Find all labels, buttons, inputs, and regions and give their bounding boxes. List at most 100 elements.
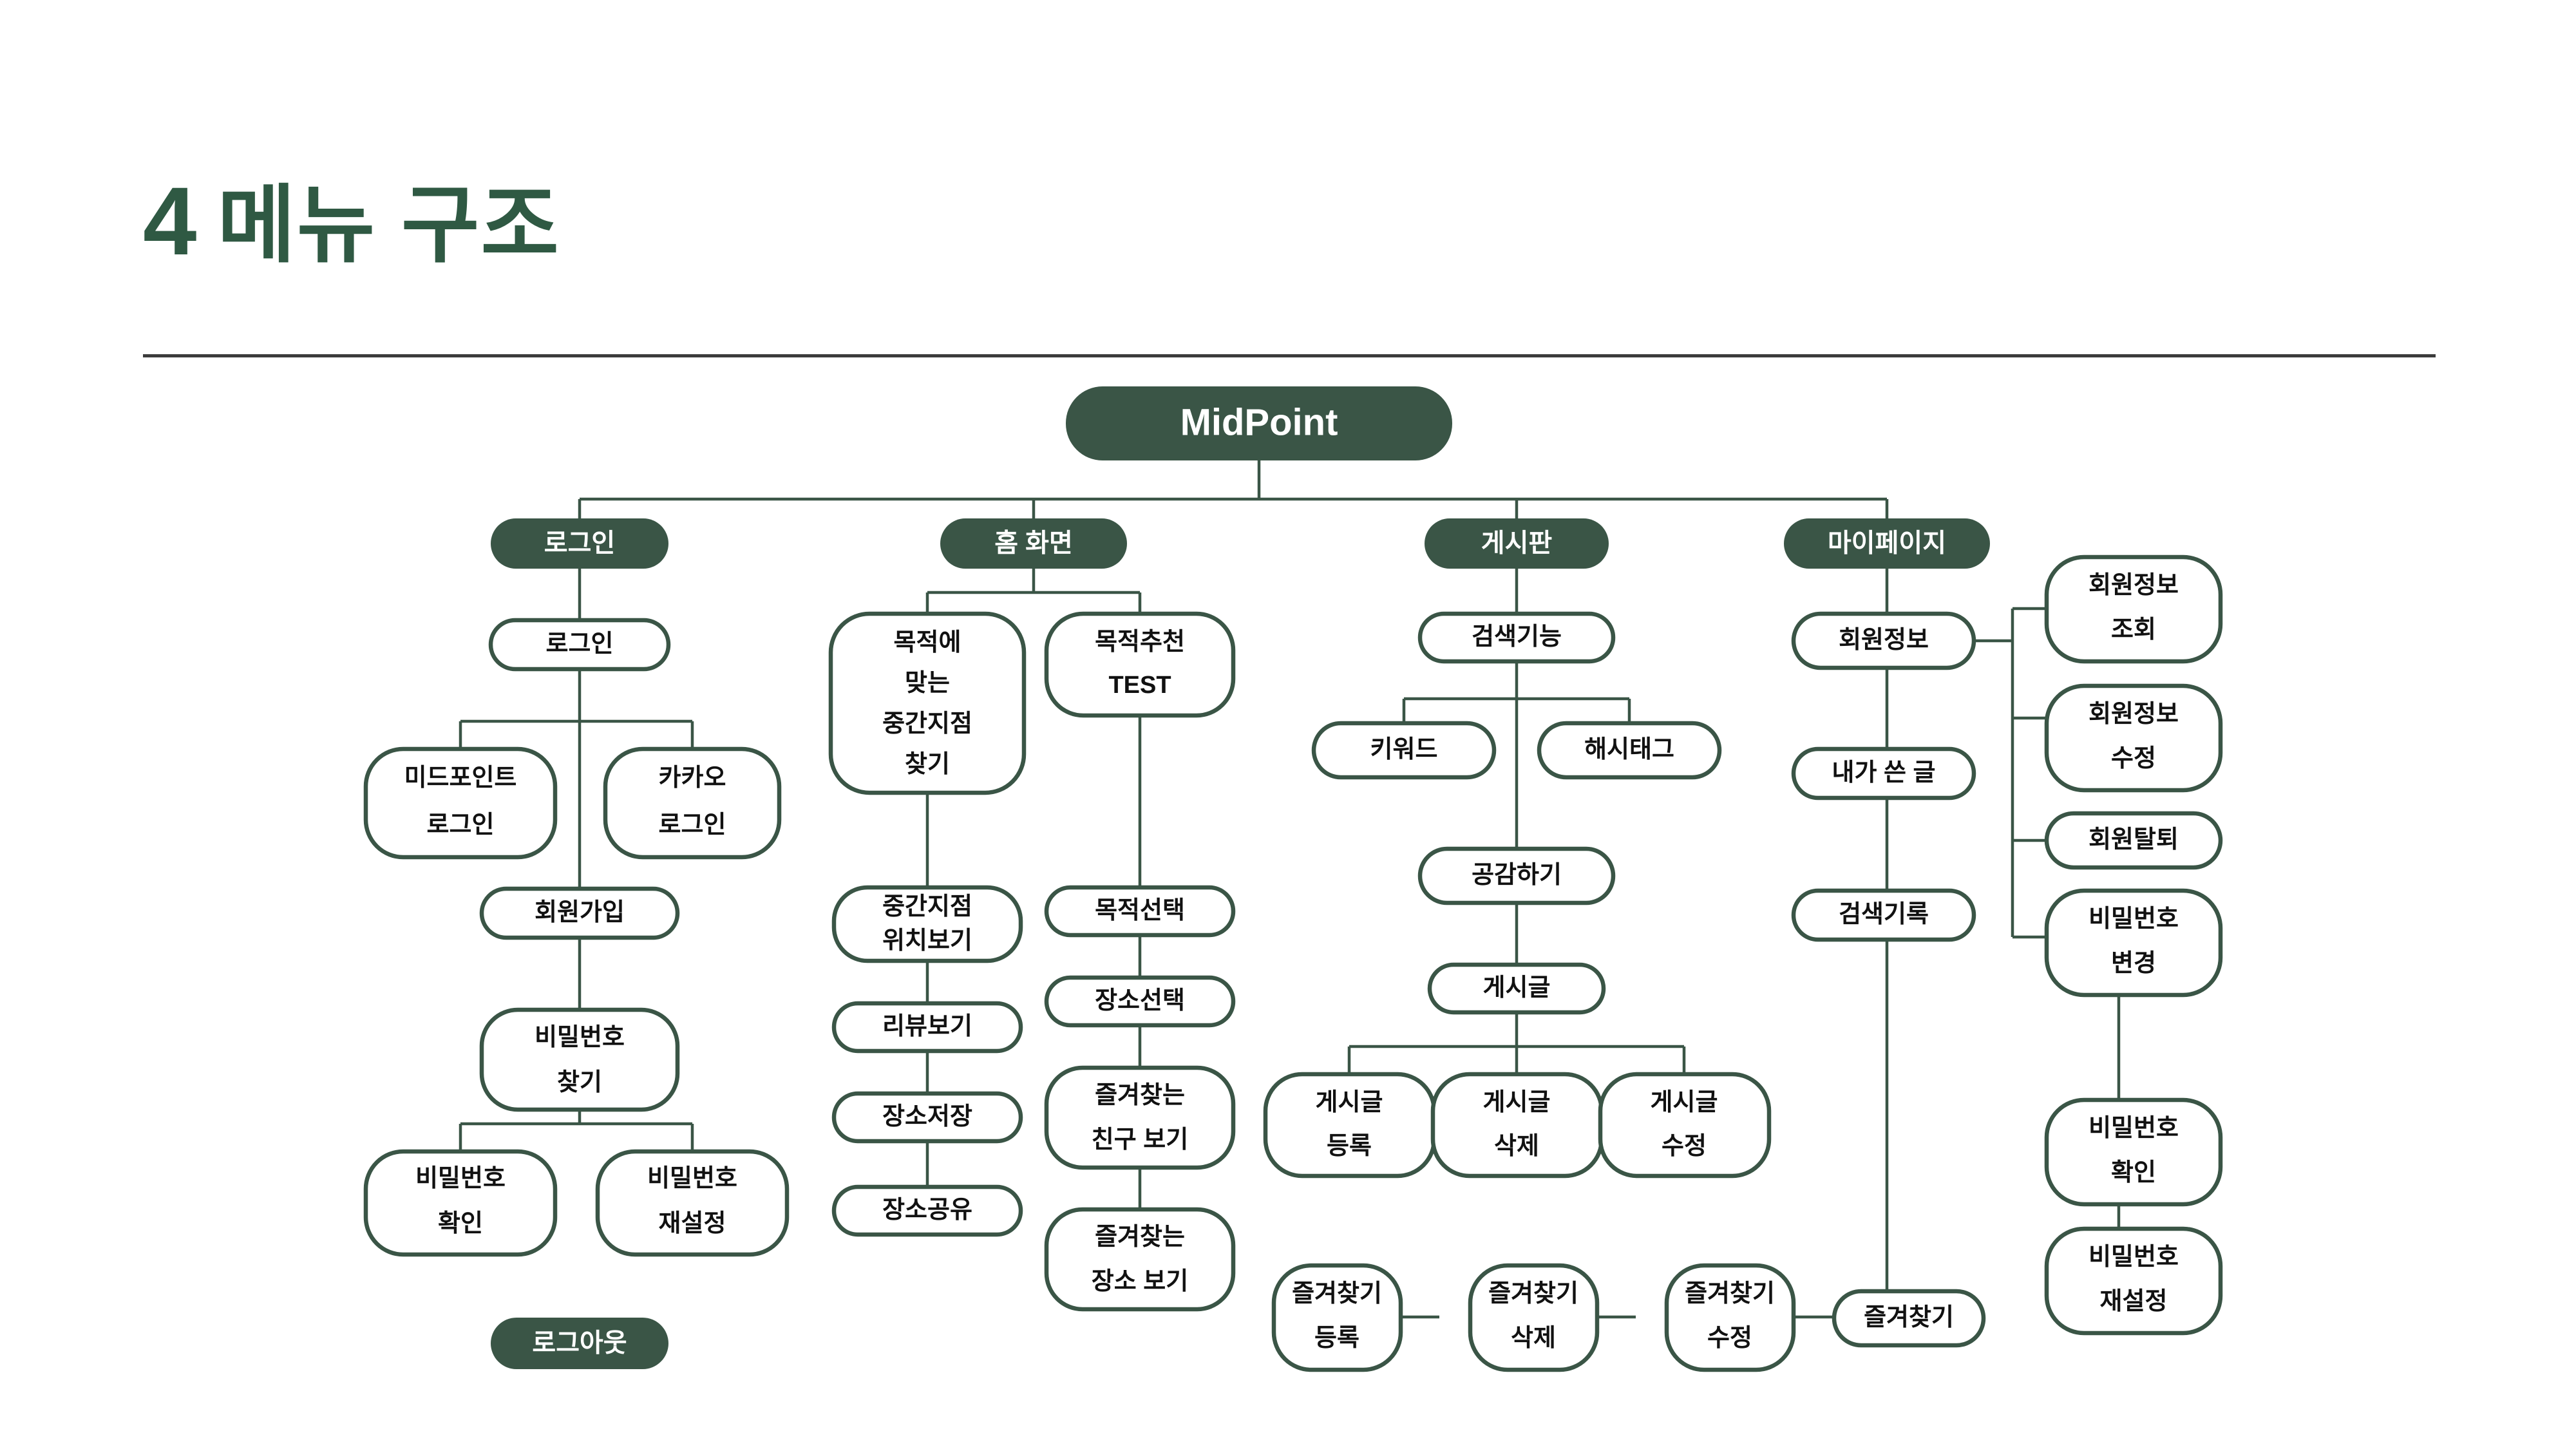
slide-header: 4 메뉴 구조 xyxy=(0,0,2576,361)
node-label-line1: 비밀번호 xyxy=(2088,1244,2179,1271)
node-label: 게시글 xyxy=(1483,974,1551,1001)
node-midpoint-login[interactable]: 미드포인트 로그인 xyxy=(363,746,558,860)
node-label-line1: 비밀번호 xyxy=(535,1024,625,1051)
node-hashtag[interactable]: 해시태그 xyxy=(1537,721,1722,780)
node-my-posts[interactable]: 내가 쓴 글 xyxy=(1791,746,1976,800)
node-favorite-delete[interactable]: 즐겨찾기 삭제 xyxy=(1468,1263,1600,1372)
node-search-history[interactable]: 검색기록 xyxy=(1791,888,1976,942)
node-label: 마이페이지 xyxy=(1828,529,1946,558)
node-shape xyxy=(1791,888,1976,942)
node-shape xyxy=(1271,1263,1403,1372)
node-view-favorite-places[interactable]: 즐겨찾는 장소 보기 xyxy=(1044,1207,1236,1312)
node-keyword[interactable]: 키워드 xyxy=(1311,721,1497,780)
node-favorite-create[interactable]: 즐겨찾기 등록 xyxy=(1271,1263,1403,1372)
node-label-line2: 재설정 xyxy=(659,1210,726,1237)
node-login[interactable]: 로그인 xyxy=(488,618,671,672)
node-shape xyxy=(831,1184,1023,1237)
node-select-purpose[interactable]: 목적선택 xyxy=(1044,885,1236,938)
node-shape xyxy=(1425,518,1609,569)
node-post-delete[interactable]: 게시글 삭제 xyxy=(1430,1072,1604,1179)
node-label-line1: 즐겨찾기 xyxy=(1488,1280,1578,1307)
node-post[interactable]: 게시글 xyxy=(1427,962,1606,1015)
node-change-password[interactable]: 비밀번호 변경 xyxy=(2044,888,2223,998)
node-label-line3: 중간지점 xyxy=(882,710,972,737)
node-label-line2: 수정 xyxy=(2111,745,2156,772)
node-midpoint-location[interactable]: 중간지점 위치보기 xyxy=(831,885,1023,963)
node-label-line1: 카카오 xyxy=(659,764,726,791)
node-label: 목적선택 xyxy=(1095,897,1185,924)
node-favorites[interactable]: 즐겨찾기 xyxy=(1832,1289,1986,1348)
node-shape xyxy=(363,1149,558,1257)
node-member-info[interactable]: 회원정보 xyxy=(1791,611,1976,670)
node-confirm-password[interactable]: 비밀번호 확인 xyxy=(2044,1097,2223,1207)
node-label: 장소공유 xyxy=(882,1197,972,1224)
node-kakao-login[interactable]: 카카오 로그인 xyxy=(603,746,782,860)
node-board-header[interactable]: 게시판 xyxy=(1425,518,1609,569)
node-purpose-recommend-test[interactable]: 목적추천 TEST xyxy=(1044,611,1236,718)
node-shape xyxy=(1311,721,1497,780)
node-label: 내가 쓴 글 xyxy=(1832,759,1936,786)
node-shape xyxy=(491,1318,668,1369)
node-like[interactable]: 공감하기 xyxy=(1417,846,1616,905)
node-label: 게시판 xyxy=(1481,529,1553,558)
node-view-review[interactable]: 리뷰보기 xyxy=(831,1001,1023,1054)
node-label-line1: 게시글 xyxy=(1651,1089,1718,1116)
node-share-place[interactable]: 장소공유 xyxy=(831,1184,1023,1237)
title-divider xyxy=(143,354,2436,357)
node-shape xyxy=(2044,1226,2223,1336)
node-label: 로그인 xyxy=(546,630,614,658)
node-signup[interactable]: 회원가입 xyxy=(479,886,680,940)
node-midpoint[interactable]: MidPoint xyxy=(1066,386,1452,460)
node-verify-password[interactable]: 비밀번호 확인 xyxy=(363,1149,558,1257)
node-login-header[interactable]: 로그인 xyxy=(491,518,668,569)
node-label-line1: 회원정보 xyxy=(2088,572,2179,599)
node-post-edit[interactable]: 게시글 수정 xyxy=(1598,1072,1772,1179)
node-label-line2: 찾기 xyxy=(557,1069,602,1096)
node-reset-password[interactable]: 비밀번호 재설정 xyxy=(595,1149,790,1257)
node-label-line2: 장소 보기 xyxy=(1092,1268,1188,1295)
node-save-place[interactable]: 장소저장 xyxy=(831,1091,1023,1144)
node-label-line1: 게시글 xyxy=(1483,1089,1551,1116)
node-shape xyxy=(2044,554,2223,664)
node-label-line4: 찾기 xyxy=(905,751,950,778)
node-shape xyxy=(363,746,558,860)
node-find-midpoint-by-purpose[interactable]: 목적에 맞는 중간지점 찾기 xyxy=(828,611,1027,795)
node-shape xyxy=(1598,1072,1772,1179)
node-mypage-header[interactable]: 마이페이지 xyxy=(1784,518,1990,569)
node-home-header[interactable]: 홈 화면 xyxy=(940,518,1127,569)
node-shape xyxy=(595,1149,790,1257)
node-withdraw-membership[interactable]: 회원탈퇴 xyxy=(2044,811,2223,870)
node-label-line2: 확인 xyxy=(2111,1159,2156,1186)
node-label-line1: 즐겨찾는 xyxy=(1095,1224,1185,1251)
node-shape xyxy=(1044,611,1236,718)
node-view-favorite-friends[interactable]: 즐겨찾는 친구 보기 xyxy=(1044,1065,1236,1170)
node-label-line2: 위치보기 xyxy=(882,927,972,954)
node-label-line2: 삭제 xyxy=(1494,1133,1539,1160)
node-logout[interactable]: 로그아웃 xyxy=(491,1318,668,1369)
node-label-line2: 친구 보기 xyxy=(1092,1126,1188,1153)
node-member-info-edit[interactable]: 회원정보 수정 xyxy=(2044,683,2223,793)
node-label: 공감하기 xyxy=(1472,862,1562,889)
node-reset-password-mypage[interactable]: 비밀번호 재설정 xyxy=(2044,1226,2223,1336)
node-find-password[interactable]: 비밀번호 찾기 xyxy=(479,1007,680,1112)
node-label-line2: 확인 xyxy=(438,1210,483,1237)
node-label-line1: 목적추천 xyxy=(1095,629,1185,656)
node-select-place[interactable]: 장소선택 xyxy=(1044,975,1236,1028)
page-title: 4 메뉴 구조 xyxy=(143,173,560,269)
node-shape xyxy=(831,1091,1023,1144)
node-label-line1: 중간지점 xyxy=(882,893,972,920)
node-shape xyxy=(1044,975,1236,1028)
node-label-line2: 로그인 xyxy=(427,811,495,838)
node-shape xyxy=(1784,518,1990,569)
node-post-create[interactable]: 게시글 등록 xyxy=(1263,1072,1437,1179)
node-shape xyxy=(1066,386,1452,460)
node-member-info-view[interactable]: 회원정보 조회 xyxy=(2044,554,2223,664)
node-favorite-edit[interactable]: 즐겨찾기 수정 xyxy=(1664,1263,1796,1372)
node-search-function[interactable]: 검색기능 xyxy=(1417,611,1616,664)
node-shape xyxy=(831,1001,1023,1054)
node-label-line2: 맞는 xyxy=(905,670,950,697)
node-label-line1: 즐겨찾기 xyxy=(1685,1280,1775,1307)
